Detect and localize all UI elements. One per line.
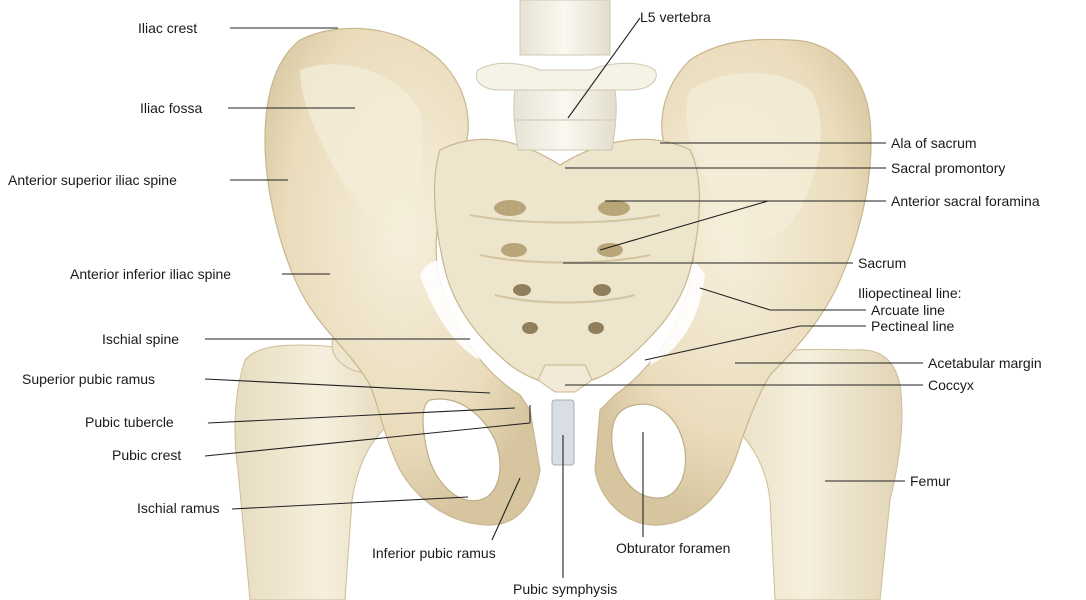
svg-text:Sacrum: Sacrum: [858, 255, 906, 271]
svg-text:Femur: Femur: [910, 473, 951, 489]
svg-text:Iliac crest: Iliac crest: [138, 20, 197, 36]
svg-text:Superior pubic ramus: Superior pubic ramus: [22, 371, 155, 387]
svg-text:Ischial ramus: Ischial ramus: [137, 500, 219, 516]
svg-text:Ischial spine: Ischial spine: [102, 331, 179, 347]
svg-text:Obturator foramen: Obturator foramen: [616, 540, 730, 556]
svg-text:Arcuate line: Arcuate line: [871, 302, 945, 318]
svg-text:Pubic crest: Pubic crest: [112, 447, 181, 463]
label-iliopectineal-line: Iliopectineal line:: [858, 285, 962, 301]
l5-vertebra-shape: [476, 0, 656, 150]
coccyx-shape: [538, 365, 592, 392]
svg-text:Pubic tubercle: Pubic tubercle: [85, 414, 174, 430]
svg-text:Inferior pubic ramus: Inferior pubic ramus: [372, 545, 496, 561]
svg-text:Iliopectineal line:: Iliopectineal line:: [858, 285, 962, 301]
svg-text:Pubic symphysis: Pubic symphysis: [513, 581, 617, 597]
svg-text:Pectineal line: Pectineal line: [871, 318, 954, 334]
svg-text:Ala of sacrum: Ala of sacrum: [891, 135, 977, 151]
label-iliac-crest: Iliac crest: [138, 20, 338, 36]
svg-text:L5 vertebra: L5 vertebra: [640, 9, 711, 25]
svg-text:Sacral promontory: Sacral promontory: [891, 160, 1005, 176]
svg-text:Acetabular margin: Acetabular margin: [928, 355, 1042, 371]
svg-text:Iliac fossa: Iliac fossa: [140, 100, 202, 116]
svg-text:Anterior inferior iliac spine: Anterior inferior iliac spine: [70, 266, 231, 282]
svg-text:Anterior sacral foramina: Anterior sacral foramina: [891, 193, 1040, 209]
svg-text:Anterior superior iliac spine: Anterior superior iliac spine: [8, 172, 177, 188]
svg-text:Coccyx: Coccyx: [928, 377, 974, 393]
label-asis: Anterior superior iliac spine: [8, 172, 288, 188]
